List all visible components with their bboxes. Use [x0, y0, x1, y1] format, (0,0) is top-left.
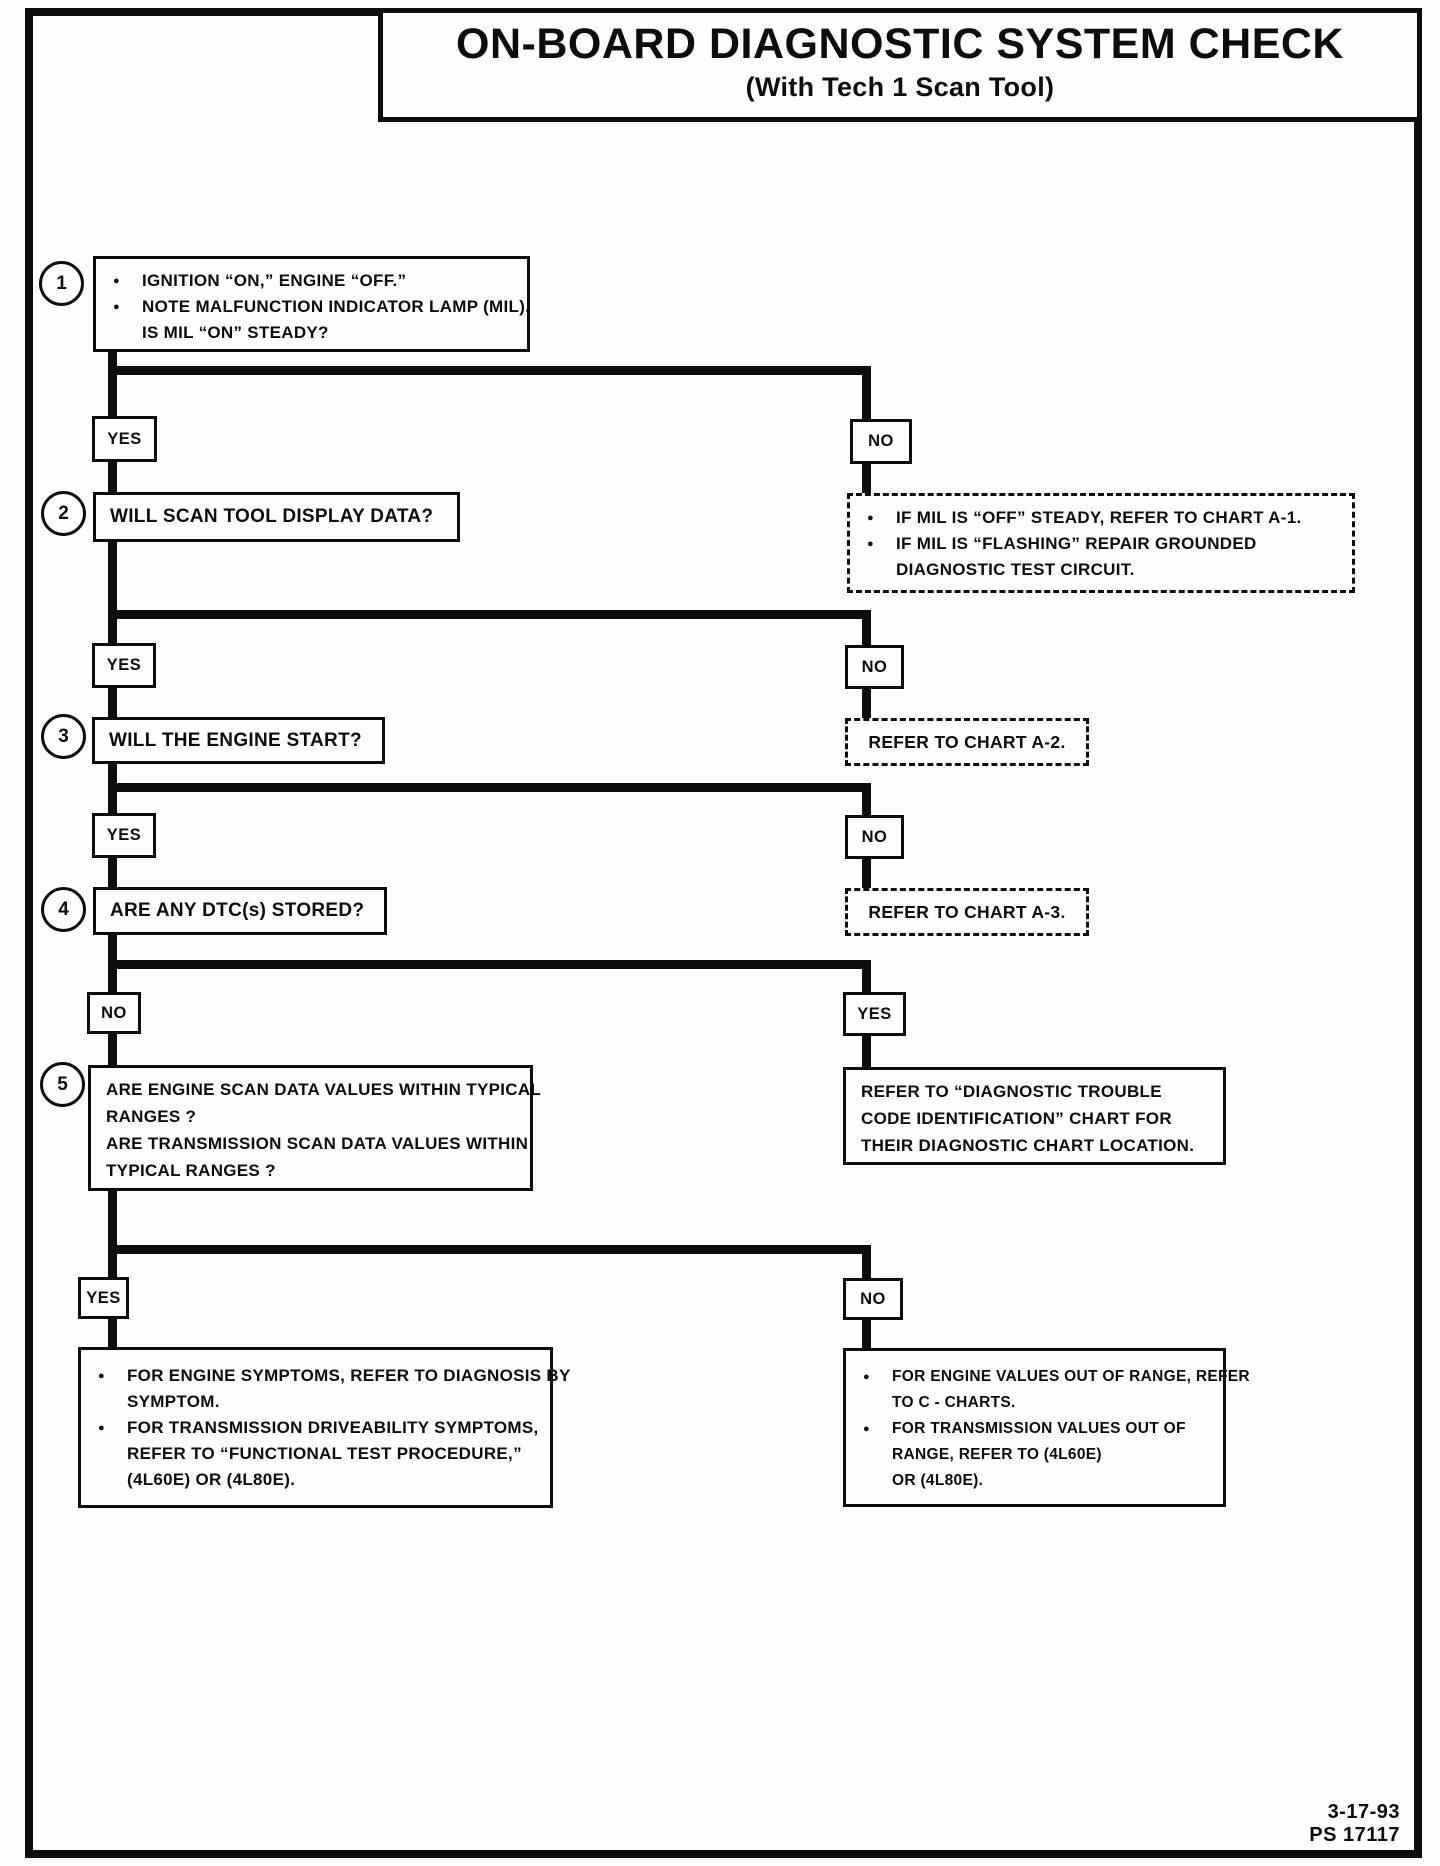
page-subtitle: (With Tech 1 Scan Tool) — [745, 72, 1055, 102]
step4-box: ARE ANY DTC(s) STORED? — [93, 887, 387, 935]
step-number-circle-5: 5 — [40, 1062, 85, 1107]
connector-vline-left-2 — [108, 540, 117, 719]
step5-box: ARE ENGINE SCAN DATA VALUES WITHIN TYPIC… — [88, 1065, 542, 1191]
bullet-icon — [110, 268, 142, 294]
no-label-3: NO — [845, 815, 904, 859]
bullet-icon — [95, 1415, 127, 1493]
bullet-icon — [864, 531, 896, 583]
connector-hline-3 — [108, 783, 871, 792]
bullet-item: FOR ENGINE SYMPTOMS, REFER TO DIAGNOSIS … — [95, 1363, 570, 1415]
no-label-4: NO — [87, 992, 141, 1034]
step1-bullet1-text: IGNITION “ON,” ENGINE “OFF.” — [142, 271, 407, 290]
page-title: ON-BOARD DIAGNOSTIC SYSTEM CHECK — [456, 20, 1344, 68]
step-number-circle-1: 1 — [39, 261, 84, 306]
yes-label-4: YES — [843, 992, 906, 1036]
bullet-icon — [110, 294, 142, 346]
bullet-item: NOTE MALFUNCTION INDICATOR LAMP (MIL).IS… — [110, 294, 530, 346]
bullet-icon — [864, 505, 896, 531]
yes-label-2: YES — [92, 643, 156, 688]
connector-hline-4 — [108, 960, 871, 969]
bullet-icon — [95, 1363, 127, 1415]
no-label-1: NO — [850, 419, 912, 464]
result1-box: IF MIL IS “OFF” STEADY, REFER TO CHART A… — [847, 493, 1355, 593]
step-number-circle-3: 3 — [41, 714, 86, 759]
step2-question: WILL SCAN TOOL DISPLAY DATA? — [110, 506, 434, 527]
no-label-5: NO — [843, 1278, 903, 1320]
bullet-item: FOR TRANSMISSION DRIVEABILITY SYMPTOMS,R… — [95, 1415, 542, 1493]
footer-doc-id: PS 17117 — [1309, 1824, 1400, 1846]
connector-hline-1 — [108, 366, 871, 375]
step-number-circle-4: 4 — [41, 887, 86, 932]
step1-box: IGNITION “ON,” ENGINE “OFF.” NOTE MALFUN… — [93, 256, 530, 352]
step2-box: WILL SCAN TOOL DISPLAY DATA? — [93, 492, 460, 542]
step4-question: ARE ANY DTC(s) STORED? — [110, 900, 365, 921]
connector-hline-2 — [108, 610, 871, 619]
result5-yes-bullet2-text: FOR TRANSMISSION DRIVEABILITY SYMPTOMS,R… — [127, 1418, 539, 1489]
yes-label-1: YES — [92, 416, 157, 462]
result3-box: REFER TO CHART A-3. — [845, 888, 1089, 936]
bullet-icon — [860, 1364, 892, 1416]
step-number-circle-2: 2 — [41, 491, 86, 536]
step3-question: WILL THE ENGINE START? — [109, 729, 362, 751]
bullet-icon — [860, 1416, 892, 1494]
result5-yes-bullet1-text: FOR ENGINE SYMPTOMS, REFER TO DIAGNOSIS … — [127, 1366, 571, 1411]
yes-label-3: YES — [92, 813, 156, 858]
result2-box: REFER TO CHART A-2. — [845, 718, 1089, 766]
footer-stamp: 3-17-93 PS 17117 — [1240, 1801, 1400, 1847]
result2-text: REFER TO CHART A-2. — [868, 731, 1066, 752]
bullet-item: IF MIL IS “FLASHING” REPAIR GROUNDEDDIAG… — [864, 531, 1344, 583]
connector-hline-5 — [108, 1245, 871, 1254]
result5-no-box: FOR ENGINE VALUES OUT OF RANGE, REFERTO … — [843, 1348, 1250, 1507]
yes-label-5: YES — [78, 1277, 129, 1319]
result3-text: REFER TO CHART A-3. — [868, 901, 1066, 922]
step1-bullet2-text: NOTE MALFUNCTION INDICATOR LAMP (MIL).IS… — [142, 297, 531, 342]
bullet-item: IF MIL IS “OFF” STEADY, REFER TO CHART A… — [864, 505, 1344, 531]
result1-bullet1-text: IF MIL IS “OFF” STEADY, REFER TO CHART A… — [896, 508, 1302, 527]
step5-question: ARE ENGINE SCAN DATA VALUES WITHIN TYPIC… — [106, 1080, 542, 1180]
result5-yes-box: FOR ENGINE SYMPTOMS, REFER TO DIAGNOSIS … — [78, 1347, 570, 1508]
bullet-item: FOR ENGINE VALUES OUT OF RANGE, REFERTO … — [860, 1364, 1250, 1416]
connector-vline-left-5 — [108, 1188, 117, 1349]
title-box: ON-BOARD DIAGNOSTIC SYSTEM CHECK (With T… — [378, 8, 1422, 122]
no-label-2: NO — [845, 645, 904, 689]
bullet-item: IGNITION “ON,” ENGINE “OFF.” — [110, 268, 519, 294]
footer-date: 3-17-93 — [1327, 1801, 1400, 1823]
step3-box: WILL THE ENGINE START? — [92, 717, 385, 764]
